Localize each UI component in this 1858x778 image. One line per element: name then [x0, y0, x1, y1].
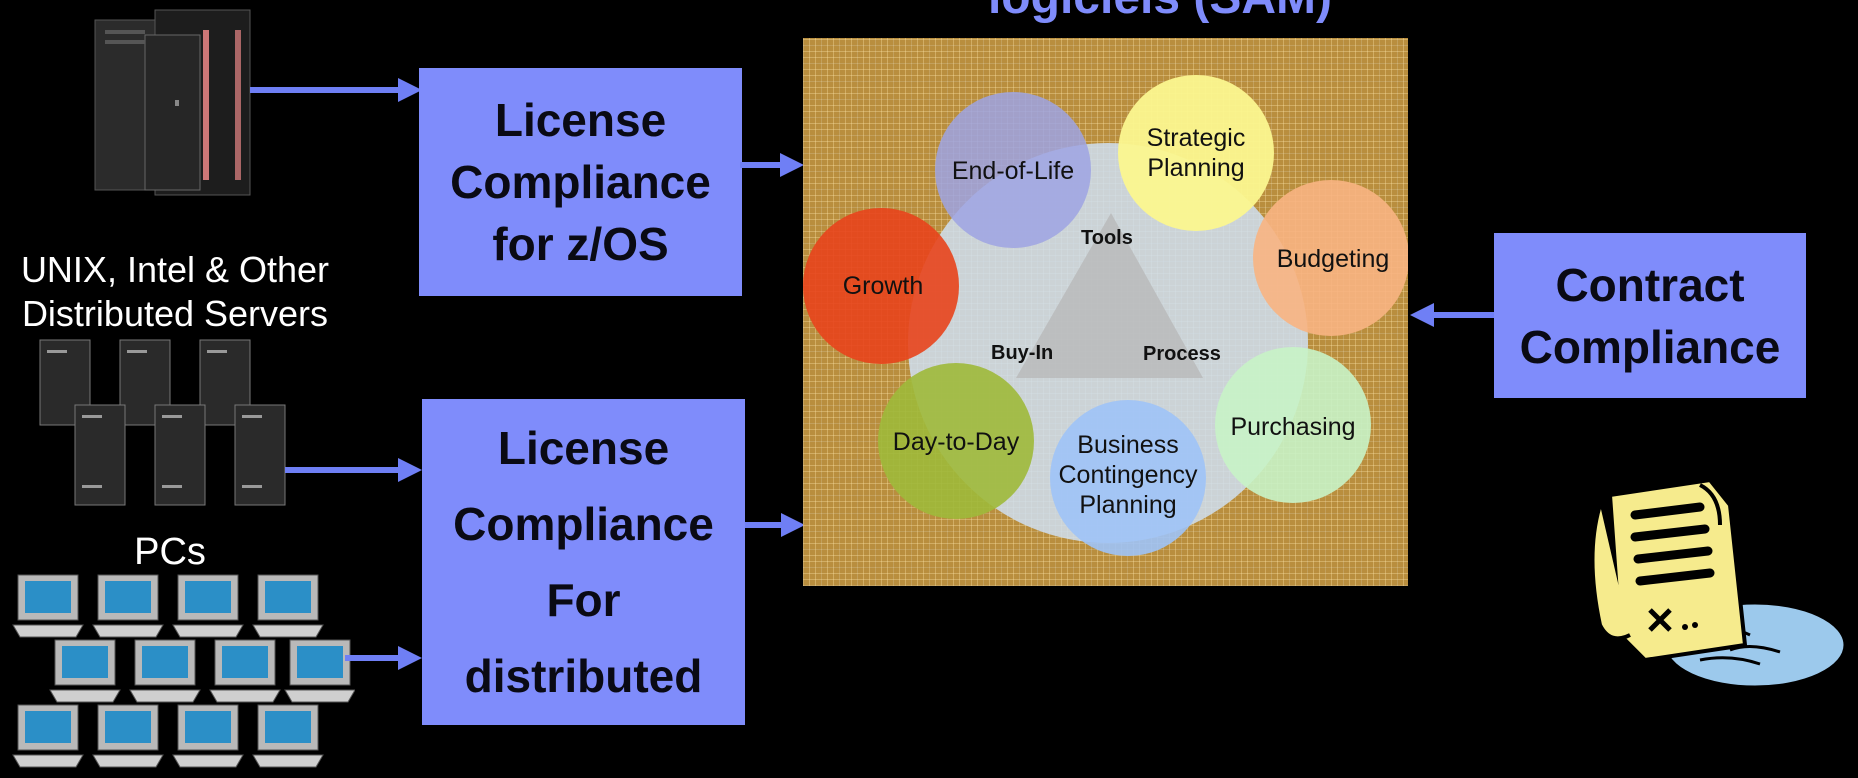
sam-wheel-graphic [803, 75, 1408, 556]
unix-label-line1: UNIX, Intel & Other [20, 249, 330, 290]
unix-label-line2: Distributed Servers [21, 293, 329, 334]
bubble-end-of-life: End-of-Life [951, 157, 1075, 185]
zos-box-line1: License [494, 94, 667, 146]
zos-box-line2: Compliance [450, 156, 711, 208]
strategic-line2: Planning [1147, 154, 1245, 182]
arrow-contract-to-sam [1410, 303, 1496, 327]
triangle-label-tools: Tools [1081, 227, 1133, 249]
business-line2: Contingency [1058, 461, 1198, 489]
unix-servers-label: UNIX, Intel & Other Distributed Servers [0, 248, 350, 336]
dist-box-line3: For [546, 574, 621, 626]
purchasing-circle [1215, 347, 1371, 503]
arrow-pcs-to-distributed [345, 646, 422, 670]
business-circle [1050, 400, 1206, 556]
dist-box-line4: distributed [464, 650, 703, 702]
bubble-budgeting: Budgeting [1276, 245, 1390, 273]
end-of-life-circle [935, 92, 1091, 248]
contract-compliance-box: Contract Compliance [1494, 233, 1806, 398]
business-line3: Planning [1079, 491, 1177, 519]
triangle-label-buy-in: Buy-In [991, 342, 1054, 364]
business-line1: Business [1077, 431, 1179, 459]
budgeting-circle [1253, 180, 1408, 336]
arrow-distributed-to-sam [745, 513, 805, 537]
contract-document-icon [1590, 477, 1847, 689]
bubble-growth: Growth [842, 272, 924, 300]
zos-box-line3: for z/OS [492, 218, 669, 270]
arrow-servers-to-distributed [285, 458, 422, 482]
distributed-servers-icon [39, 339, 286, 506]
bubble-strategic-planning: Strategic Planning [1121, 123, 1271, 183]
pcs-icon [12, 574, 355, 768]
growth-circle [803, 208, 959, 364]
triangle-shape [1016, 213, 1203, 378]
arrow-mainframe-to-zos [250, 78, 422, 102]
slide-title-partial: logiciels (SAM) [880, 0, 1440, 25]
arrow-zos-to-sam [740, 153, 804, 177]
pcs-label: PCs [134, 531, 206, 573]
day-to-day-circle [878, 363, 1034, 519]
contract-box-line1: Contract [1555, 258, 1745, 311]
triangle-label-process: Process [1143, 343, 1221, 365]
contract-box-line2: Compliance [1519, 320, 1781, 373]
dist-box-line1: License [497, 422, 670, 474]
strategic-circle [1118, 75, 1274, 231]
license-compliance-zos-box: License Compliance for z/OS [419, 68, 742, 296]
mainframe-server-icon [94, 9, 251, 196]
dist-box-line2: Compliance [453, 498, 714, 550]
bubble-business-contingency: Business Contingency Planning [1043, 430, 1213, 520]
bubble-purchasing: Purchasing [1230, 413, 1356, 441]
sam-wheel-panel: End-of-Life Strategic Planning Budgeting… [803, 38, 1408, 586]
bubble-day-to-day: Day-to-Day [892, 428, 1020, 456]
license-compliance-distributed-box: License Compliance For distributed [422, 399, 745, 725]
strategic-line1: Strategic [1146, 124, 1246, 152]
